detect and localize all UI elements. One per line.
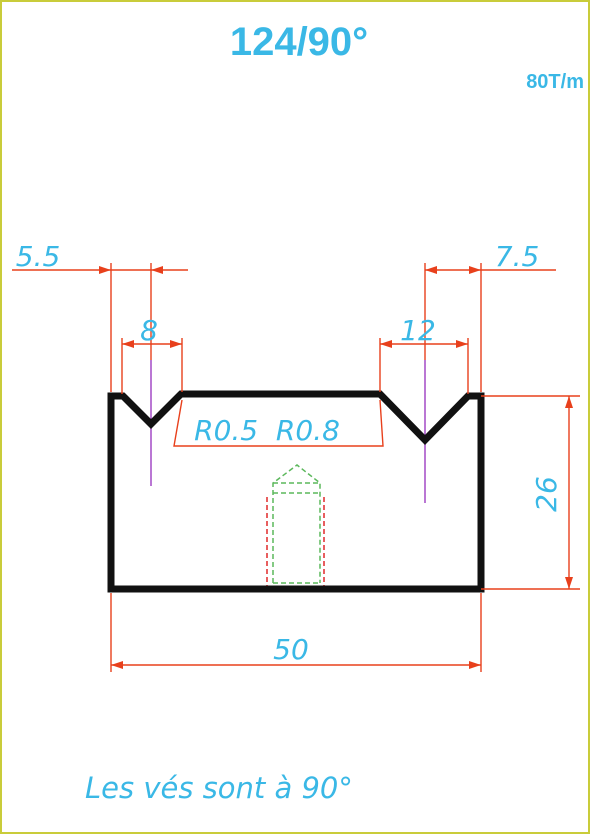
dim-right-vee (380, 340, 468, 348)
dim-left-offset-label: 5.5 (16, 240, 61, 273)
die-title: 124/90° (230, 20, 368, 64)
hidden-hole-red (266, 497, 325, 589)
dim-width-label: 50 (273, 633, 309, 666)
dim-height (565, 396, 573, 589)
dim-right-vee-label: 12 (400, 314, 436, 347)
vee-angle-note: Les vés sont à 90° (85, 771, 353, 805)
dim-left-offset (12, 266, 188, 274)
die-profile (107, 390, 485, 593)
radii-leader (173, 399, 384, 447)
dim-left-vee-label: 8 (140, 314, 158, 347)
dim-left-vee (122, 340, 182, 348)
hidden-thread-green (272, 464, 321, 584)
dim-height-label: 26 (530, 476, 563, 512)
capacity-label: 80T/m (526, 71, 584, 93)
dim-right-offset (425, 266, 556, 274)
extension-lines (110, 263, 580, 672)
dim-right-offset-label: 7.5 (495, 240, 540, 273)
dim-width (111, 661, 481, 669)
radii-label: R0.5 R0.8 (194, 414, 340, 447)
